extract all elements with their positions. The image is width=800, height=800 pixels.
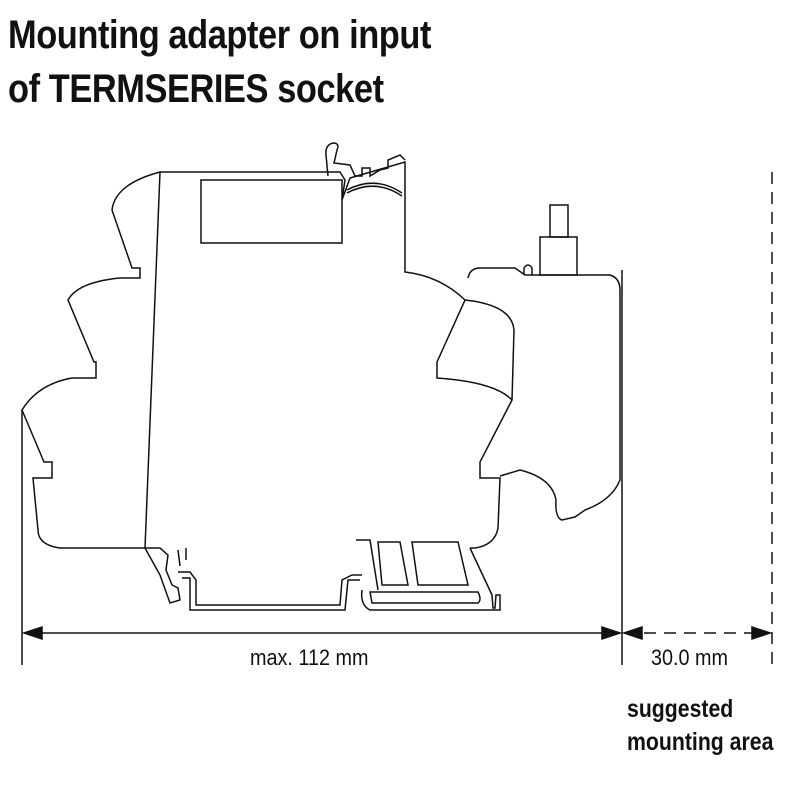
arrow-left <box>21 625 43 641</box>
title-line-2: of TERMSERIES socket <box>8 67 384 111</box>
adapter-button <box>539 236 578 276</box>
title-line-1: Mounting adapter on input <box>8 13 431 57</box>
arrow-right <box>601 625 623 641</box>
top-spring <box>346 182 403 197</box>
left-foot <box>143 547 187 604</box>
relay-window <box>200 179 343 244</box>
arrow-right-2 <box>751 625 773 641</box>
note-line-2: mounting area <box>627 728 774 756</box>
adapter-curve <box>464 299 515 401</box>
arrow-left-2 <box>621 625 643 641</box>
diagram-title: Mounting adapter on input of TERMSERIES … <box>8 8 431 116</box>
adapter-button-stem <box>549 204 569 238</box>
mounting-adapter <box>467 267 621 521</box>
note-line-1: suggested <box>627 695 734 723</box>
mounting-dimension-label: 30.0 mm <box>651 645 729 670</box>
din-rail <box>178 571 362 611</box>
adapter-led <box>523 264 533 275</box>
right-foot <box>356 539 501 611</box>
width-dimension-label: max. 112 mm <box>250 645 369 670</box>
socket-outline <box>21 161 513 549</box>
top-clip <box>325 142 406 178</box>
mounting-area-note: suggested mounting area <box>627 693 773 759</box>
